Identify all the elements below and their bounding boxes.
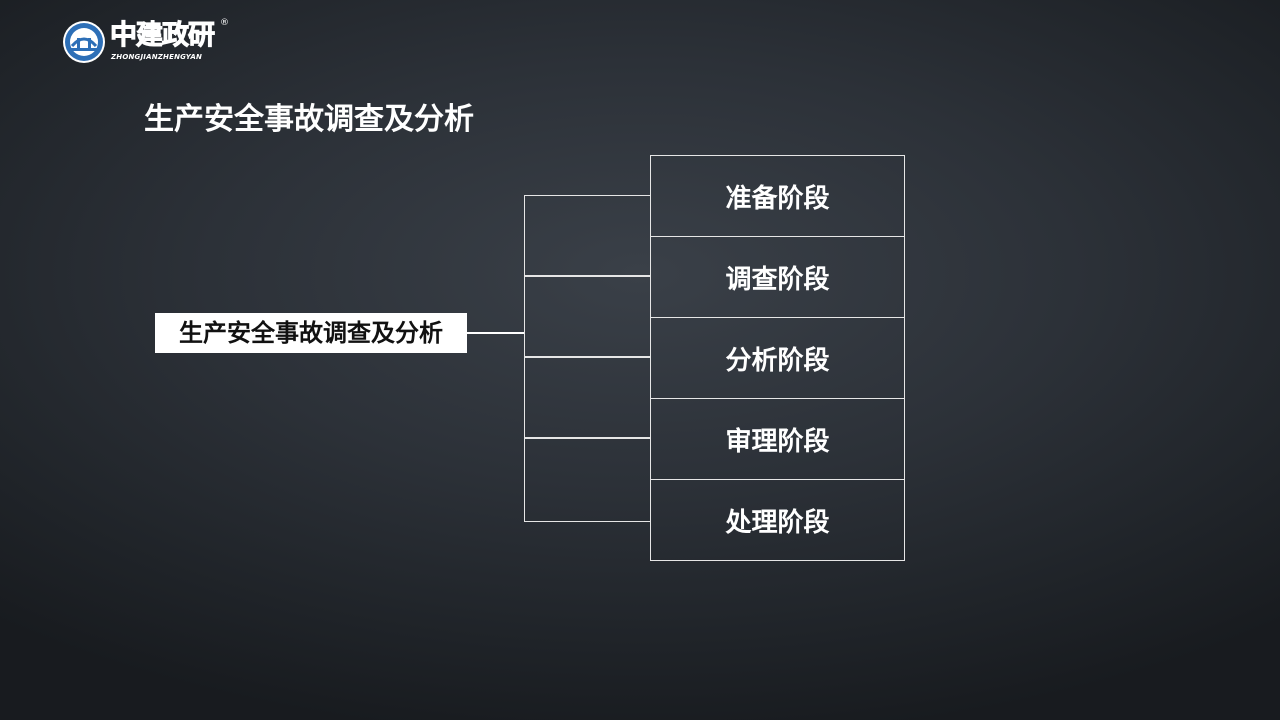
stage-investigation: 调查阶段 bbox=[650, 236, 905, 318]
bridge-emblem-icon bbox=[63, 21, 105, 63]
stage-analysis: 分析阶段 bbox=[650, 317, 905, 399]
root-connector-line bbox=[467, 332, 525, 334]
company-logo: 中建政研 ® ZHONGJIANZHENGYAN bbox=[60, 18, 240, 66]
logo-chinese-name: 中建政研 bbox=[110, 20, 216, 52]
bracket-segment bbox=[524, 438, 650, 522]
diagram-root-node: 生产安全事故调查及分析 bbox=[155, 313, 467, 353]
stage-preparation: 准备阶段 bbox=[650, 155, 905, 237]
stage-list: 准备阶段 调查阶段 分析阶段 审理阶段 处理阶段 bbox=[650, 155, 905, 561]
page-title: 生产安全事故调查及分析 bbox=[144, 102, 474, 137]
stage-review: 审理阶段 bbox=[650, 398, 905, 480]
bracket-segment bbox=[524, 357, 650, 438]
bracket-segment bbox=[524, 195, 650, 276]
registered-mark: ® bbox=[220, 18, 229, 28]
logo-english-name: ZHONGJIANZHENGYAN bbox=[111, 53, 203, 61]
stage-handling: 处理阶段 bbox=[650, 479, 905, 561]
bracket-segment bbox=[524, 276, 650, 357]
